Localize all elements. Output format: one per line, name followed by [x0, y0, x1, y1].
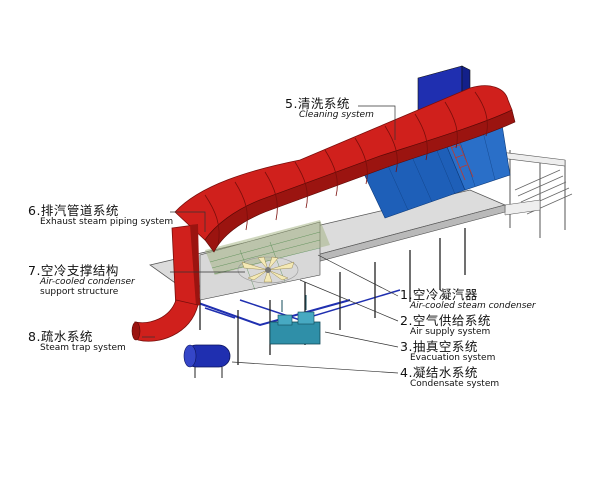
label-condensate: 4.凝结水系统 Condensate system [400, 365, 500, 389]
leader-lines [142, 105, 399, 374]
label-cleaning-system: 5.清洗系统 Cleaning system [285, 96, 374, 120]
fan-cell [199, 220, 330, 301]
label-air-supply: 2.空气供给系统 Air supply system [400, 313, 491, 337]
vacuum-pump-skid [269, 295, 321, 345]
label-evacuation: 3.抽真空系统 Evacuation system [400, 339, 496, 363]
steam-duct [131, 85, 516, 342]
condensate-tank [183, 344, 231, 378]
fan-icon [237, 256, 299, 284]
label-steam-trap: 8.疏水系统 Steam trap system [28, 329, 126, 353]
label-air-cooled-condenser: 1.空冷凝汽器 Air-cooled steam condenser [400, 287, 536, 311]
label-support-structure: 7.空冷支撑结构 Air-cooled condenser support st… [28, 263, 135, 297]
label-exhaust-piping: 6.排汽管道系统 Exhaust steam piping system [28, 203, 174, 227]
